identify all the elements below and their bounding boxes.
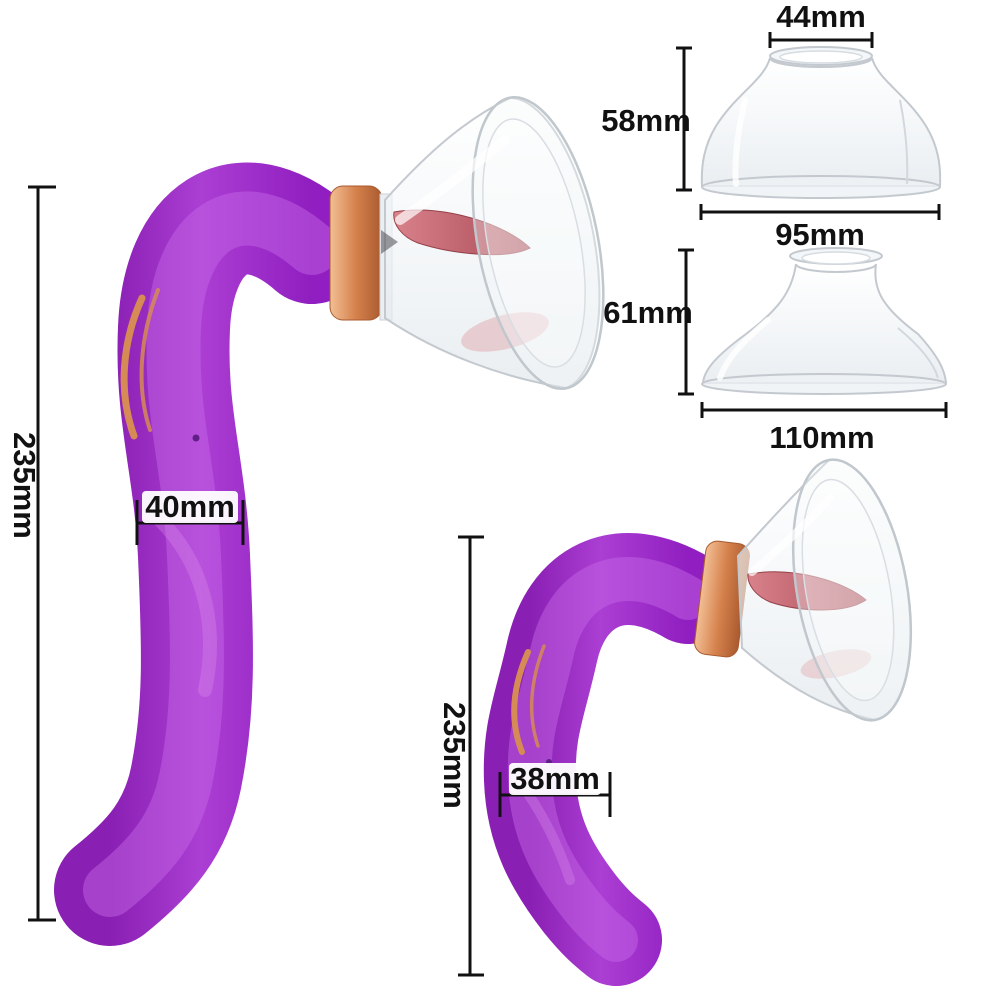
cup-one-body xyxy=(700,57,942,187)
gold-accent-arc xyxy=(139,288,160,432)
label-backdrop-38mm xyxy=(509,763,601,795)
gold-accent-arc xyxy=(511,649,531,755)
large-suction-cup xyxy=(381,96,605,390)
label-backdrop-40mm xyxy=(142,491,238,523)
gold-accent-arc xyxy=(530,644,546,748)
dim-label-cup2-base: 110mm xyxy=(769,420,874,455)
cup-one-highlight xyxy=(732,97,748,187)
small-cup-tongue xyxy=(747,571,867,611)
large-cup-rim-inner xyxy=(482,118,586,368)
large-cup-tongue xyxy=(393,209,531,256)
small-device xyxy=(483,458,913,986)
cup-one-contour xyxy=(899,99,909,185)
large-device-button-dot xyxy=(192,434,200,442)
suction-cup-two xyxy=(701,247,948,395)
cup-two-body xyxy=(701,263,948,384)
dim-label-large-length: 235mm xyxy=(7,432,42,539)
large-cup-rim xyxy=(471,96,605,390)
dim-label-small-width: 38mm xyxy=(510,761,600,796)
dim-label-cup1-base: 95mm xyxy=(775,217,865,252)
cup-two-contour xyxy=(897,327,939,379)
large-device-wave-highlight xyxy=(153,513,217,697)
small-device-body xyxy=(483,533,734,986)
gold-accent-arc xyxy=(120,294,146,440)
dim-label-small-length: 235mm xyxy=(437,702,472,809)
dim-label-cup2-height: 61mm xyxy=(603,295,693,330)
dim-label-large-width: 40mm xyxy=(145,489,235,524)
large-cup-highlight xyxy=(395,135,510,225)
cup-two-base xyxy=(701,373,947,395)
small-suction-cup xyxy=(736,458,913,722)
large-device-gold-ring xyxy=(329,185,383,321)
cup-two-highlight xyxy=(717,317,771,381)
suction-cup-one xyxy=(700,46,942,199)
small-cup-tongue-reflection xyxy=(800,649,872,679)
dim-label-cup1-height: 58mm xyxy=(601,103,691,138)
cup-two-top-opening xyxy=(801,251,871,265)
small-cup-highlight xyxy=(748,494,834,576)
small-device-gold-accents xyxy=(511,644,546,755)
large-cup-slot-icon xyxy=(381,230,398,254)
small-device-body-highlight xyxy=(507,557,710,962)
small-cup-rim-inner xyxy=(801,478,895,702)
dimension-labels: 235mm 40mm 44mm 58mm 95mm 61mm 110mm 235… xyxy=(7,0,875,809)
cup-one-top-opening xyxy=(779,50,863,64)
dim-label-cup1-top: 44mm xyxy=(776,0,866,34)
cup-one-base xyxy=(701,175,941,199)
large-device-gold-accents xyxy=(120,288,160,440)
